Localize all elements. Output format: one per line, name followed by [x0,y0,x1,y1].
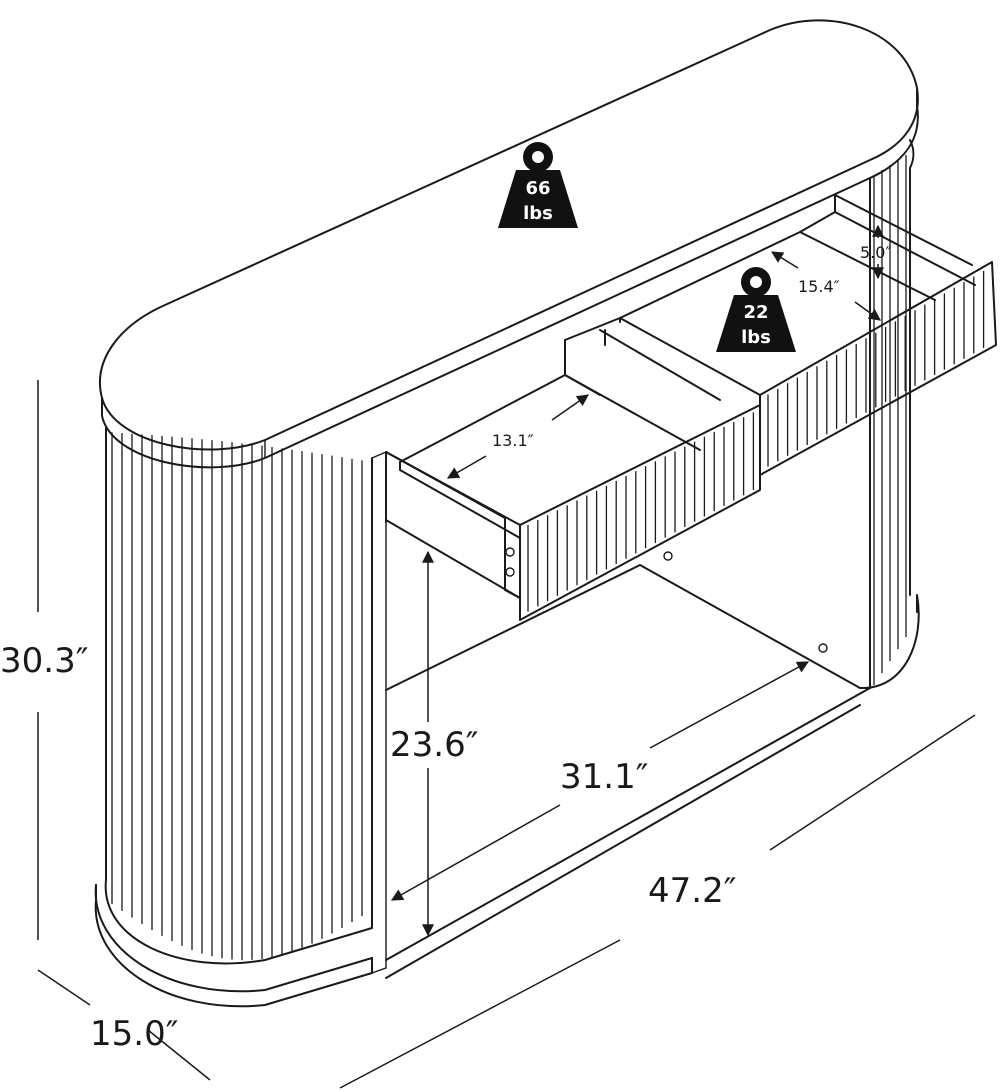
weight-icon-top: 66 lbs [498,142,578,228]
drawer-inner-label: 15.4″ [798,277,840,296]
weight-icon-drawer: 22 lbs [716,267,796,352]
inner-width-label: 31.1″ [560,757,648,797]
width-label: 47.2″ [648,871,736,911]
left-drawer [385,374,761,621]
drawer-depth-label: 13.1″ [492,431,534,450]
height-label: 30.3″ [0,641,88,681]
right-pedestal [385,139,920,979]
inner-height-label: 23.6″ [390,725,478,765]
table-top [99,19,919,469]
weight-drawer-value: 22 [743,302,768,323]
dimension-lines [37,224,976,1089]
weight-top-value: 66 [525,178,550,199]
drawer-height-label: 5.0″ [860,243,891,262]
right-drawer [619,194,997,653]
depth-label: 15.0″ [90,1014,178,1054]
left-pedestal [94,427,387,1008]
weight-top-unit: lbs [523,203,553,224]
weight-drawer-unit: lbs [741,327,771,348]
cabinet-frame [385,317,861,691]
